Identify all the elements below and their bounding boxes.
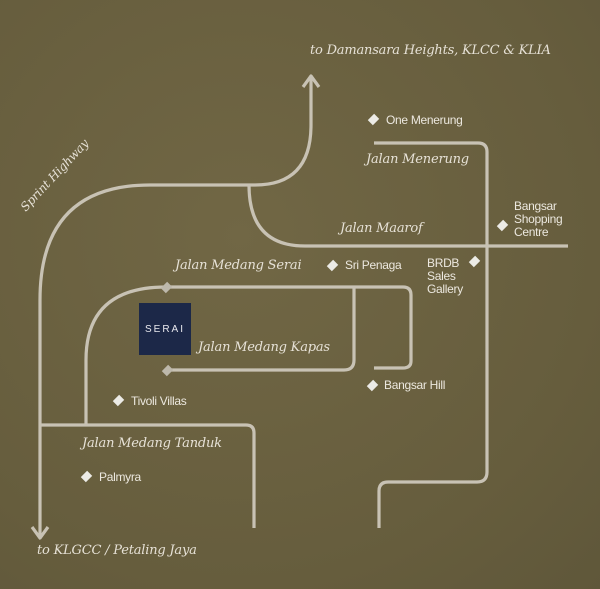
road-medang-connector: [84, 285, 167, 425]
landmark-label: Bangsar Hill: [384, 378, 446, 392]
road-jalan-maarof: [247, 184, 568, 248]
landmark-label: Bangsar Shopping Centre: [514, 199, 563, 239]
road-jalan-medang-kapas: [168, 287, 356, 372]
road-label-jalan-medang-serai: Jalan Medang Serai: [175, 258, 302, 273]
road-sprint-highway: [38, 76, 313, 538]
landmark-label: BRDB Sales Gallery: [427, 256, 463, 296]
destination-south-label: to KLGCC / Petaling Jaya: [37, 543, 197, 558]
destination-north-label: to Damansara Heights, KLCC & KLIA: [310, 43, 551, 58]
road-label-jalan-medang-kapas: Jalan Medang Kapas: [198, 340, 330, 355]
road-jalan-medang-tanduk: [40, 423, 256, 528]
road-label-jalan-maarof: Jalan Maarof: [340, 221, 423, 236]
landmark-label: Tivoli Villas: [131, 394, 187, 408]
road-label-jalan-menerung: Jalan Menerung: [366, 152, 469, 167]
landmark-label: Palmyra: [99, 470, 141, 484]
road-label-jalan-medang-tanduk: Jalan Medang Tanduk: [82, 436, 222, 451]
north-arrow-icon: [301, 74, 321, 88]
landmark-label: Sri Penaga: [345, 258, 402, 272]
road-jalan-medang-serai: [166, 285, 413, 370]
landmark-label: One Menerung: [386, 113, 463, 127]
road-jalan-menerung: [374, 141, 489, 528]
serai-project-logo[interactable]: SERAI: [139, 303, 191, 355]
south-arrow-icon: [30, 526, 50, 540]
